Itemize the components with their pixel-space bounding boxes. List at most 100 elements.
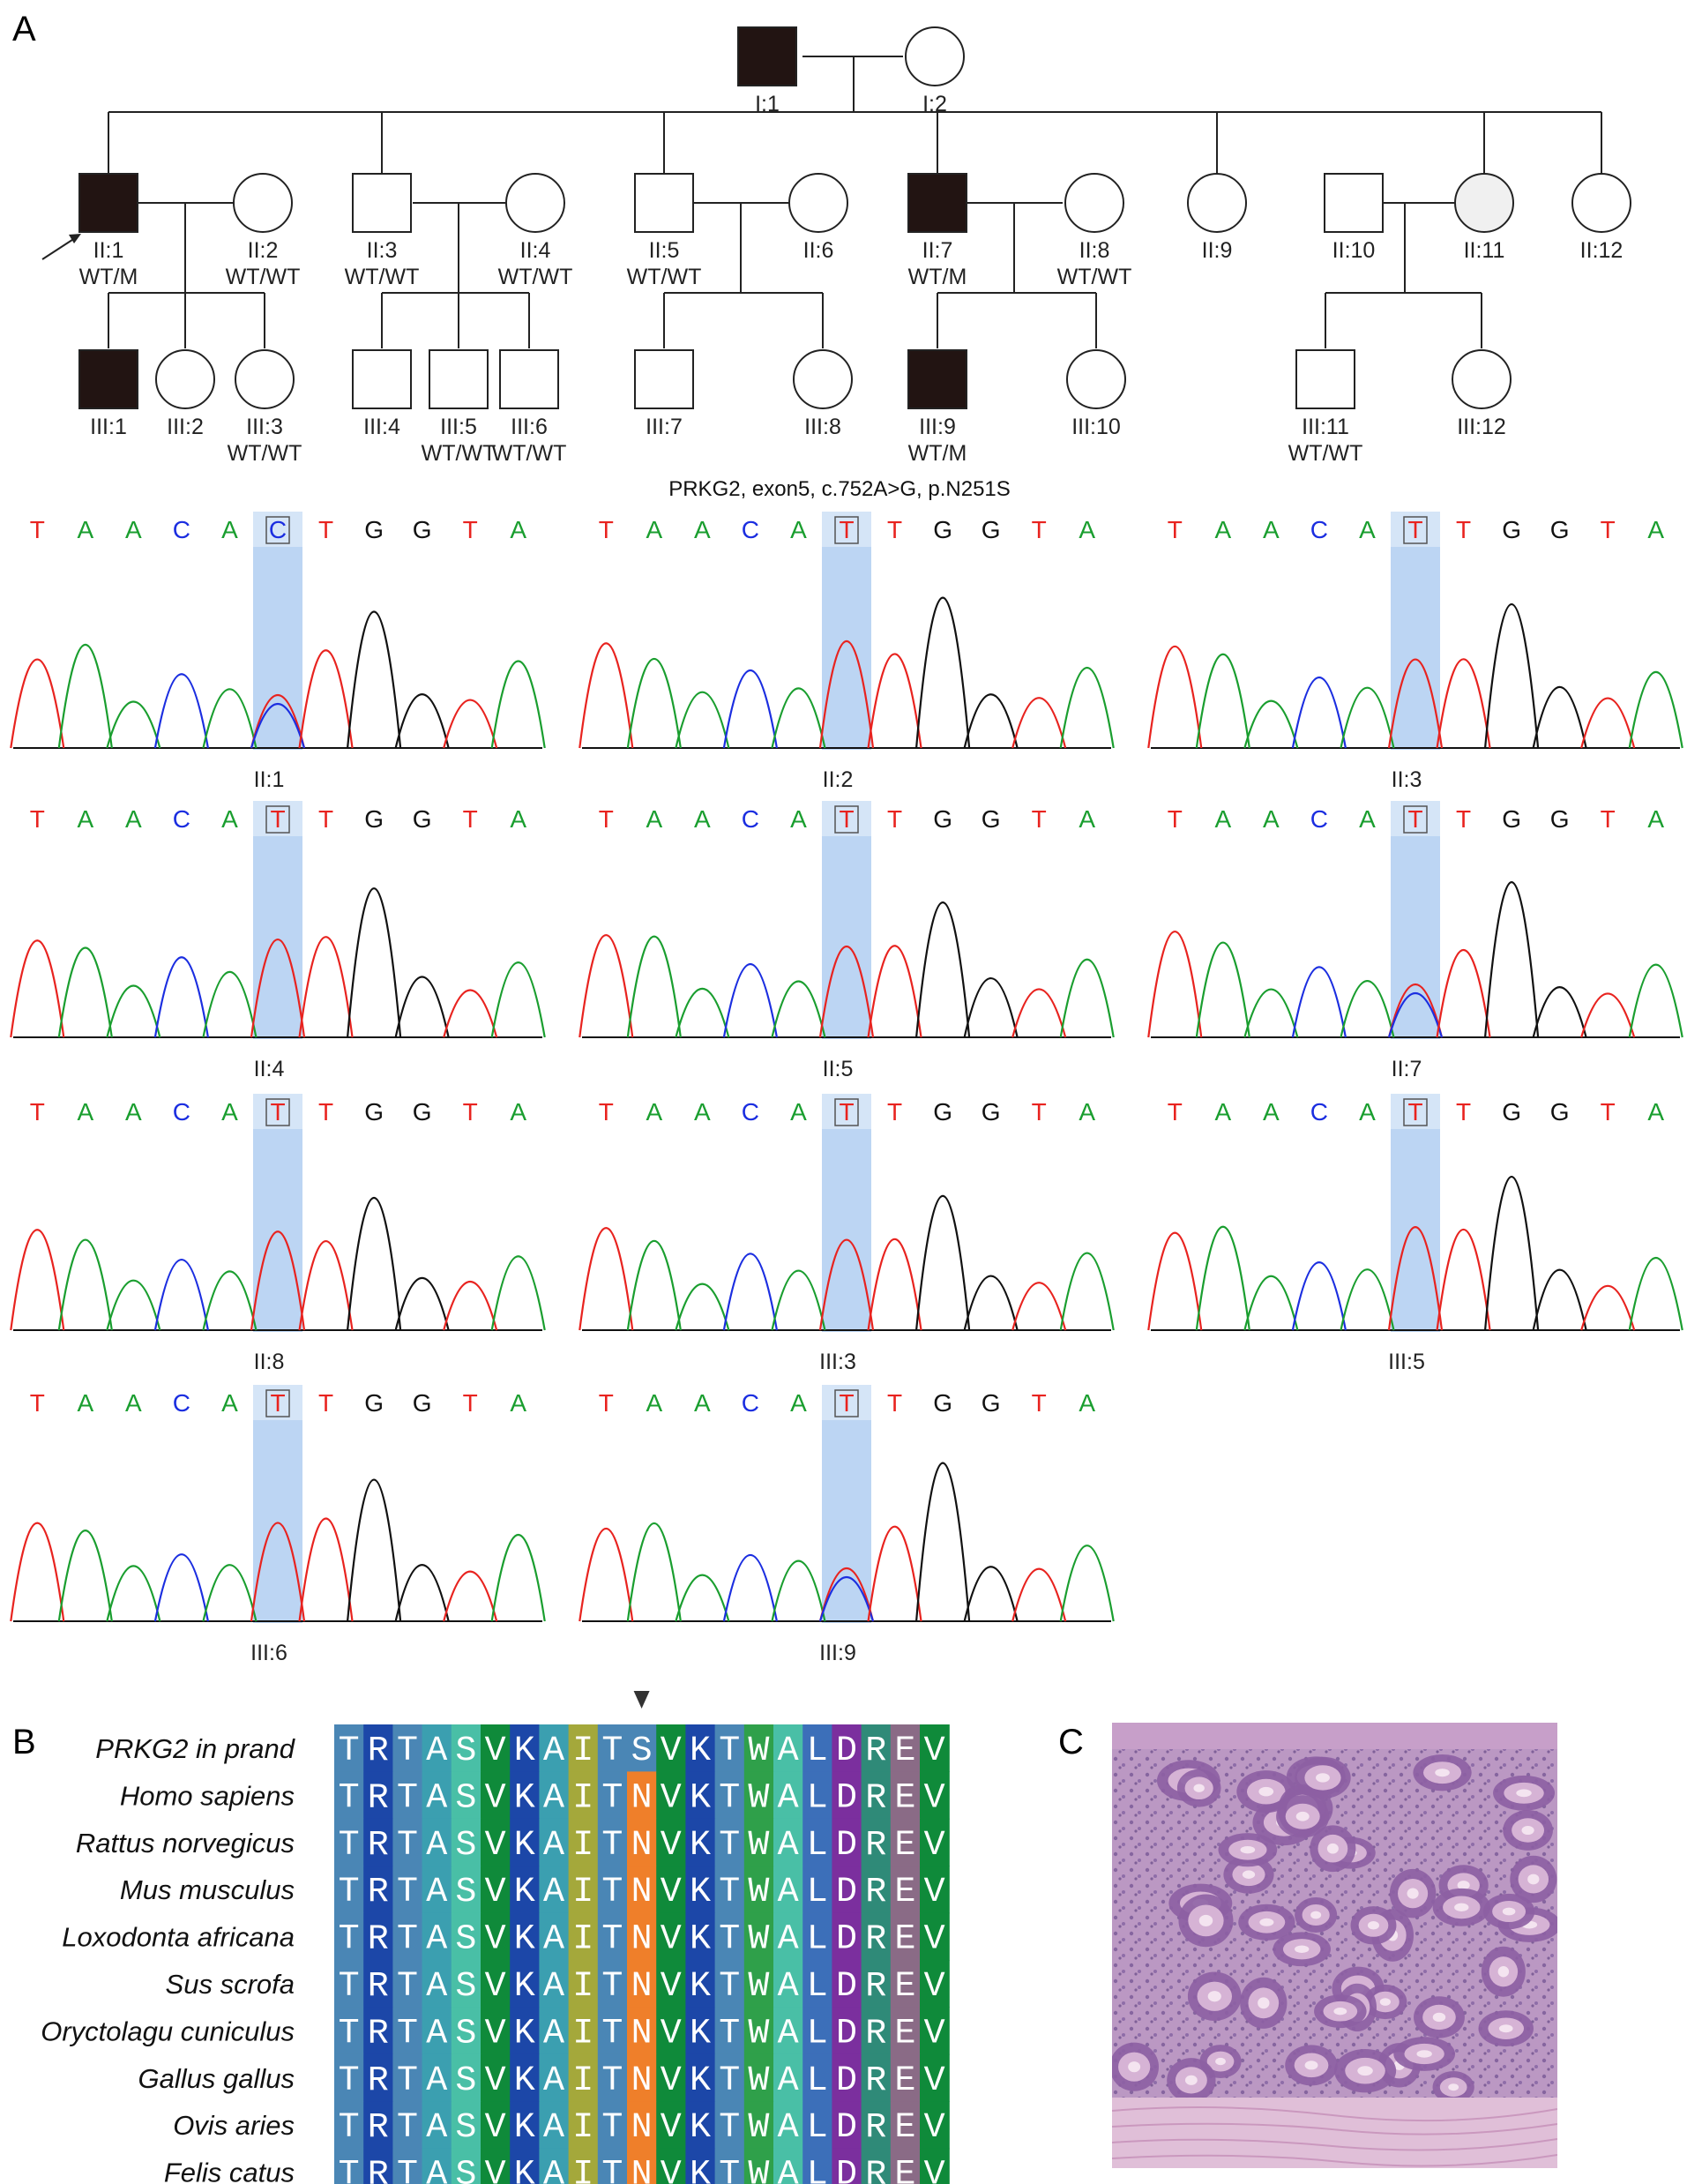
alignment-cell bbox=[363, 2148, 393, 2184]
amino-acid: W bbox=[748, 2156, 769, 2184]
histology-texture bbox=[1112, 1723, 1557, 2168]
trace-peak bbox=[675, 1574, 730, 1622]
pedigree-individual: III:5WT/WT bbox=[422, 349, 496, 466]
alignment-cell bbox=[363, 1724, 393, 1772]
amino-acid: W bbox=[748, 1967, 769, 2007]
base-call-box bbox=[834, 516, 859, 544]
amino-acid: S bbox=[455, 1967, 476, 2007]
trace-peak bbox=[346, 610, 402, 749]
amino-acid: A bbox=[426, 2108, 447, 2148]
alignment-cell bbox=[656, 2007, 686, 2055]
base-call: G bbox=[1550, 805, 1570, 833]
alignment-cell bbox=[802, 1771, 832, 1820]
base-call: C bbox=[742, 1098, 759, 1126]
alignment-cell bbox=[539, 2053, 570, 2102]
amino-acid: T bbox=[601, 1873, 623, 1912]
amino-acid: V bbox=[661, 2061, 682, 2101]
trace-peak bbox=[1340, 1268, 1395, 1331]
trace-peak bbox=[298, 936, 354, 1038]
alignment-cell bbox=[568, 1771, 599, 1820]
amino-acid: V bbox=[485, 2156, 506, 2184]
alignment-cell bbox=[920, 1912, 950, 1961]
individual-id: II:6 bbox=[803, 238, 834, 263]
amino-acid: T bbox=[339, 1873, 360, 1912]
base-call: T bbox=[1032, 1389, 1047, 1417]
amino-acid: T bbox=[397, 2014, 418, 2053]
base-call: A bbox=[221, 516, 238, 543]
base-call: A bbox=[125, 1098, 142, 1126]
amino-acid: L bbox=[807, 2108, 828, 2148]
base-call: A bbox=[1647, 805, 1664, 833]
trace-peak bbox=[1628, 1256, 1683, 1331]
base-call: A bbox=[1263, 1098, 1280, 1126]
alignment-cell bbox=[832, 1818, 862, 1866]
amino-acid: E bbox=[894, 2014, 915, 2053]
genotype-label: WT/WT bbox=[226, 265, 301, 289]
amino-acid: T bbox=[397, 1873, 418, 1912]
alignment-cell bbox=[597, 2007, 628, 2055]
male-symbol bbox=[499, 349, 559, 409]
alignment-cell bbox=[363, 1771, 393, 1820]
amino-acid: D bbox=[836, 2108, 857, 2148]
alignment-cell bbox=[539, 1960, 570, 2008]
amino-acid: I bbox=[572, 2061, 593, 2101]
alignment-cell bbox=[481, 2007, 511, 2055]
trace-peak bbox=[914, 1195, 971, 1331]
individual-id: II:8 bbox=[1079, 238, 1110, 263]
base-call: C bbox=[173, 1098, 190, 1126]
alignment-cell bbox=[627, 1912, 657, 1961]
variant-highlight bbox=[253, 512, 302, 750]
pedigree-individual: II:8WT/WT bbox=[1057, 173, 1131, 289]
alignment-cell bbox=[597, 2101, 628, 2150]
amino-acid: T bbox=[601, 2014, 623, 2053]
alignment-cell bbox=[802, 1912, 832, 1961]
base-call: A bbox=[1079, 805, 1095, 833]
trace-peak bbox=[298, 649, 354, 749]
trace-peak bbox=[250, 1522, 306, 1622]
base-call: A bbox=[221, 805, 238, 833]
base-call: G bbox=[933, 1389, 952, 1417]
amino-acid: T bbox=[339, 1778, 360, 1818]
alignment-cell bbox=[568, 2148, 599, 2184]
pedigree-individual: II:5WT/WT bbox=[627, 173, 701, 289]
base-call: G bbox=[364, 1389, 384, 1417]
amino-acid: V bbox=[924, 1873, 945, 1912]
base-call: T bbox=[599, 1098, 614, 1126]
alignment-cell bbox=[481, 1912, 511, 1961]
sample-label: II:8 bbox=[254, 1350, 285, 1374]
species-name: Homo sapiens bbox=[120, 1780, 295, 1811]
panel-label-c: C bbox=[1058, 1723, 1084, 1761]
trace-peak bbox=[10, 939, 65, 1038]
alignment-cell bbox=[539, 2148, 570, 2184]
amino-acid: A bbox=[543, 1873, 564, 1912]
amino-acid: D bbox=[836, 2061, 857, 2101]
pedigree-individual: III:3WT/WT bbox=[228, 349, 302, 466]
amino-acid: L bbox=[807, 2014, 828, 2053]
amino-acid: R bbox=[865, 2061, 886, 2101]
species-name: Felis catus bbox=[164, 2158, 295, 2184]
genotype-label: WT/WT bbox=[228, 441, 302, 466]
base-call: C bbox=[1310, 516, 1328, 543]
base-call: A bbox=[694, 805, 711, 833]
individual-id: II:11 bbox=[1464, 238, 1505, 263]
trace-peak bbox=[490, 1255, 546, 1331]
pedigree-individual: II:2WT/WT bbox=[226, 173, 301, 289]
amino-acid: E bbox=[894, 2108, 915, 2148]
alignment-cell bbox=[920, 1960, 950, 2008]
alignment-cell bbox=[773, 1771, 803, 1820]
trace-peak bbox=[346, 887, 402, 1038]
base-call: T bbox=[318, 1098, 333, 1126]
alignment-cell bbox=[422, 1818, 452, 1866]
base-call: T bbox=[1407, 516, 1422, 543]
amino-acid: V bbox=[485, 2108, 506, 2148]
amino-acid: A bbox=[543, 1967, 564, 2007]
amino-acid: V bbox=[924, 1731, 945, 1771]
genotype-label: WT/M bbox=[908, 265, 967, 289]
amino-acid: A bbox=[778, 2014, 799, 2053]
amino-acid: T bbox=[397, 1826, 418, 1866]
alignment-cell bbox=[714, 2148, 745, 2184]
individual-id: III:10 bbox=[1071, 415, 1121, 439]
alignment-cell bbox=[685, 2101, 716, 2150]
base-call: G bbox=[982, 1389, 1001, 1417]
crypt bbox=[1310, 1825, 1356, 1873]
